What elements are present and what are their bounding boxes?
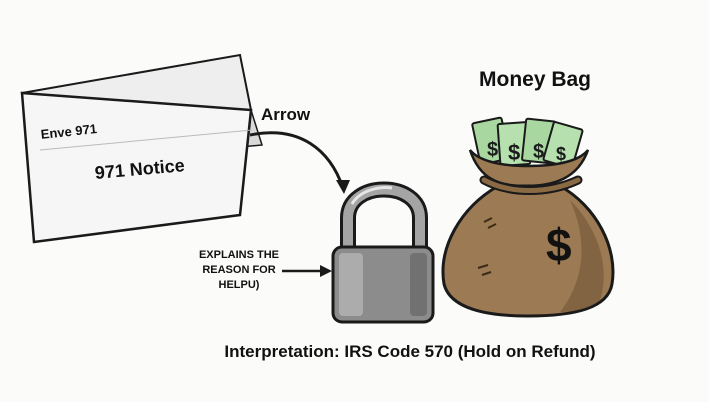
money-bag-label: Money Bag xyxy=(479,68,592,91)
padlock-icon xyxy=(331,181,435,324)
curved-arrow-icon xyxy=(249,131,350,194)
arrow-label: Arrow xyxy=(261,105,311,124)
envelope-icon xyxy=(20,53,263,244)
banknotes-icon: $ $ $ $ xyxy=(471,116,584,169)
bag-dollar-sign: $ xyxy=(546,219,572,271)
explanation-text: EXPLAINS THE REASON FOR HELPU) xyxy=(184,248,294,293)
svg-text:$: $ xyxy=(556,144,566,164)
straight-arrow-icon xyxy=(282,265,332,277)
explanation-line-3: HELPU) xyxy=(218,279,260,291)
svg-text:$: $ xyxy=(487,139,498,161)
explanation-line-1: EXPLAINS THE xyxy=(198,249,280,261)
money-bag-icon: $ $ $ $ xyxy=(441,116,615,318)
interpretation-caption: Interpretation: IRS Code 570 (Hold on Re… xyxy=(224,342,596,361)
explanation-line-2: REASON FOR xyxy=(202,264,276,276)
svg-text:$: $ xyxy=(533,141,544,163)
svg-text:$: $ xyxy=(508,140,520,165)
